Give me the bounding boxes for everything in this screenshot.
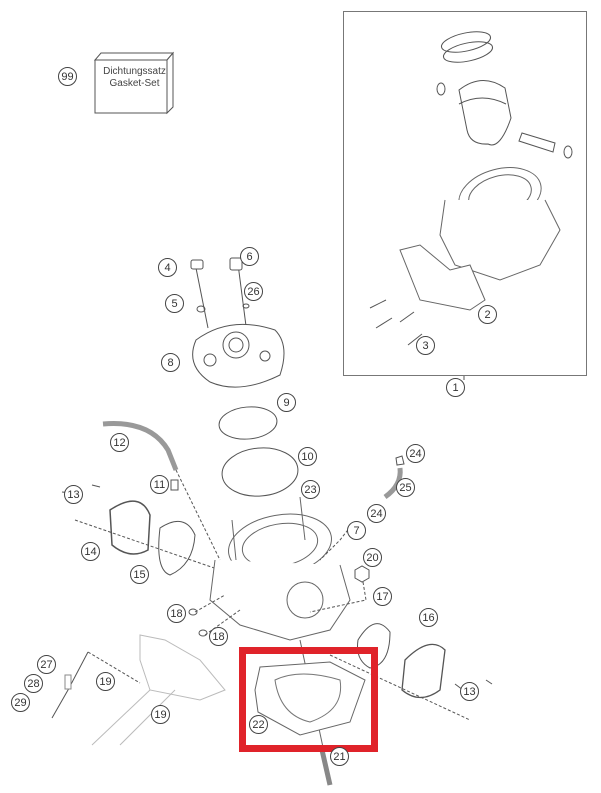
- highlight-box-part-22: [239, 647, 378, 752]
- callout-part-15[interactable]: 15: [130, 565, 149, 584]
- callout-part-28[interactable]: 28: [24, 674, 43, 693]
- callout-part-16[interactable]: 16: [419, 608, 438, 627]
- callout-part-1[interactable]: 1: [446, 378, 465, 397]
- callout-part-20[interactable]: 20: [363, 548, 382, 567]
- callout-part-13[interactable]: 13: [64, 485, 83, 504]
- callout-part-27[interactable]: 27: [37, 655, 56, 674]
- callout-part-9[interactable]: 9: [277, 393, 296, 412]
- callout-part-29[interactable]: 29: [11, 693, 30, 712]
- callout-part-6[interactable]: 6: [240, 247, 259, 266]
- callout-part-22[interactable]: 22: [249, 715, 268, 734]
- callout-part-26[interactable]: 26: [244, 282, 263, 301]
- callout-part-24[interactable]: 24: [367, 504, 386, 523]
- gasket-set-box-icon: [93, 51, 175, 115]
- callout-part-24[interactable]: 24: [406, 444, 425, 463]
- callout-part-99[interactable]: 99: [58, 67, 77, 86]
- cylinder-kit-frame: [343, 11, 587, 376]
- callout-part-23[interactable]: 23: [301, 480, 320, 499]
- callout-part-18[interactable]: 18: [167, 604, 186, 623]
- gasket-set-label-en: Gasket-Set: [109, 78, 160, 89]
- callout-part-17[interactable]: 17: [373, 587, 392, 606]
- callout-part-12[interactable]: 12: [110, 433, 129, 452]
- callout-part-21[interactable]: 21: [330, 747, 349, 766]
- callout-part-14[interactable]: 14: [81, 542, 100, 561]
- callout-part-8[interactable]: 8: [161, 353, 180, 372]
- callout-part-13[interactable]: 13: [460, 682, 479, 701]
- callout-part-11[interactable]: 11: [150, 475, 169, 494]
- callout-part-10[interactable]: 10: [298, 447, 317, 466]
- callout-part-25[interactable]: 25: [396, 478, 415, 497]
- callout-part-7[interactable]: 7: [347, 521, 366, 540]
- callout-part-4[interactable]: 4: [158, 258, 177, 277]
- callout-part-3[interactable]: 3: [416, 336, 435, 355]
- callout-part-19[interactable]: 19: [151, 705, 170, 724]
- gasket-set-label: Dichtungssatz Gasket-Set: [97, 66, 172, 90]
- callout-part-2[interactable]: 2: [478, 305, 497, 324]
- callout-part-18[interactable]: 18: [209, 627, 228, 646]
- callout-part-5[interactable]: 5: [165, 294, 184, 313]
- gasket-set-label-de: Dichtungssatz: [103, 66, 166, 77]
- callout-part-19[interactable]: 19: [96, 672, 115, 691]
